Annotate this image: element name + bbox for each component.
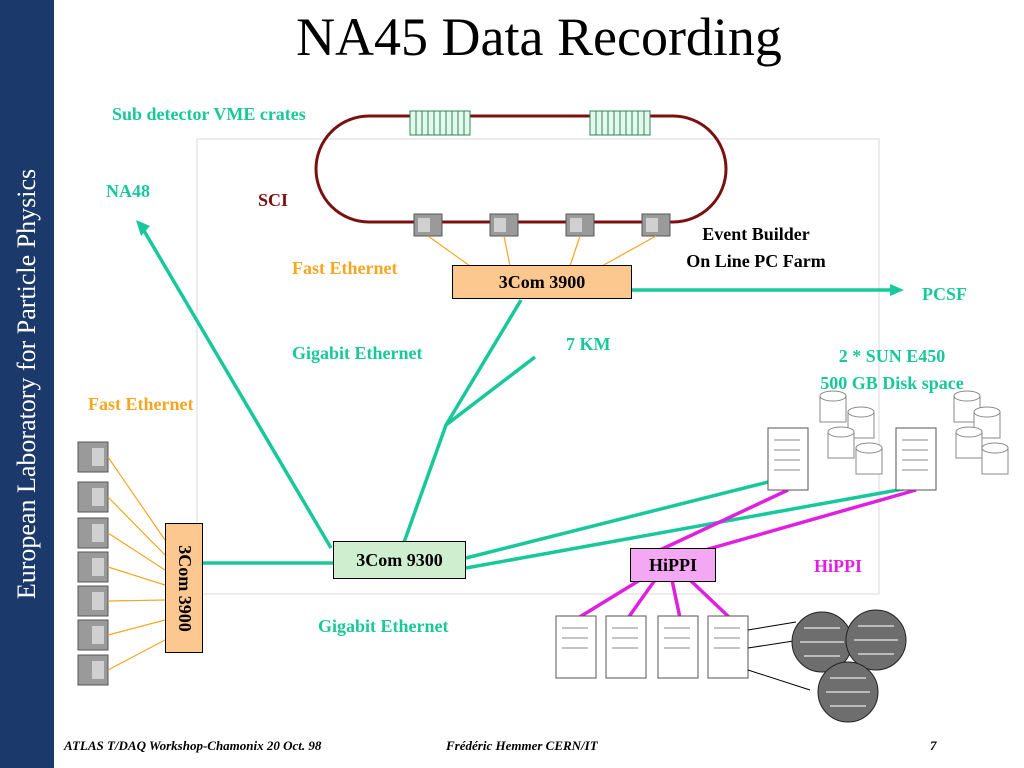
farm-pc-3 (565, 213, 595, 237)
footer-event: ATLAS T/DAQ Workshop-Chamonix 20 Oct. 98 (64, 738, 322, 753)
farm-pc-4 (641, 213, 671, 237)
vme-crate-left (409, 110, 471, 136)
left-fast-ethernet-links (107, 456, 166, 671)
sun-server-left (767, 427, 809, 491)
sidebar-banner: European Laboratory for Particle Physics (0, 0, 54, 768)
footer-page-number: 7 (930, 738, 937, 753)
label-fast-ethernet-top: Fast Ethernet (292, 258, 398, 278)
hippi-links (577, 488, 917, 620)
diagram-frame (196, 138, 880, 595)
disk-array-left (819, 390, 883, 475)
slide-title: NA45 Data Recording (296, 7, 782, 67)
label-pcsf: PCSF (922, 284, 967, 304)
farm-fast-ethernet-links (427, 235, 657, 267)
label-gigabit-ethernet-bottom: Gigabit Ethernet (318, 616, 449, 636)
label-distance: 7 KM (566, 334, 611, 354)
bottom-tower-servers (555, 615, 749, 679)
label-disk-space: 500 GB Disk space (820, 373, 964, 393)
label-na48: NA48 (106, 181, 150, 201)
tape-robot-2 (845, 609, 907, 671)
footer-author: Frédéric Hemmer CERN/IT (446, 738, 598, 753)
sun-server-right (895, 427, 937, 491)
label-fast-ethernet-left: Fast Ethernet (88, 394, 194, 414)
farm-pc-2 (489, 213, 519, 237)
switch-3com-3900-top: 3Com 3900 (452, 265, 632, 299)
label-event-builder: Event Builder (702, 224, 810, 244)
farm-pc-1 (413, 213, 443, 237)
label-vme-crates: Sub detector VME crates (112, 104, 306, 124)
left-pc-column (77, 441, 109, 686)
label-hippi-right: HiPPI (814, 556, 862, 576)
tape-robot-links (747, 621, 811, 691)
pcsf-arrow-head (890, 284, 904, 296)
vme-crate-right (589, 110, 651, 136)
switch-3com-9300: 3Com 9300 (333, 541, 466, 579)
label-online-pc-farm: On Line PC Farm (686, 251, 826, 271)
na48-arrow-head (136, 220, 150, 236)
label-sci: SCI (258, 190, 289, 210)
gigabit-ethernet-links (138, 223, 921, 570)
switch-3com-3900-left-label: 3Com 3900 (174, 544, 195, 632)
label-gigabit-ethernet-mid: Gigabit Ethernet (292, 343, 423, 363)
switch-3com-3900-left: 3Com 3900 (165, 523, 203, 653)
tape-robot-3 (817, 661, 879, 723)
hippi-switch: HiPPI (630, 548, 716, 582)
tape-robot-1 (791, 611, 853, 673)
sci-ring (314, 114, 728, 224)
label-sun-servers: 2 * SUN E450 (838, 346, 946, 366)
disk-array-right (953, 390, 1009, 475)
